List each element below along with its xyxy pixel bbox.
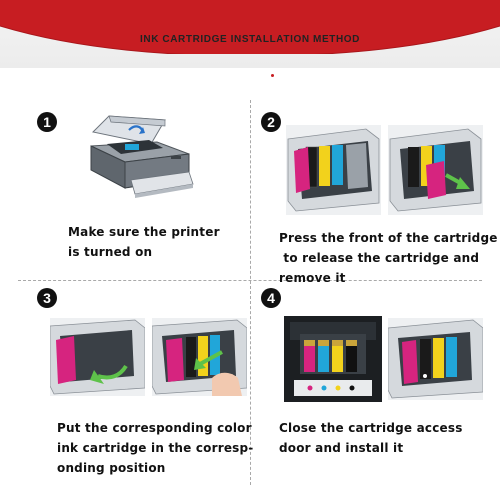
step-3-line-1: Put the corresponding color [57, 421, 252, 435]
step-2-line-3: remove it [279, 271, 346, 285]
access-door-illustration-a [284, 316, 382, 402]
step-1-line-2: is turned on [68, 245, 153, 259]
step-1-number: 1 [37, 112, 57, 132]
step-1-line-1: Make sure the printer [68, 225, 220, 239]
step-3-line-3: onding position [57, 461, 166, 475]
step-4-line-1: Close the cartridge access [279, 421, 463, 435]
cartridge-removal-illustration-a [286, 125, 381, 215]
header-wave-shape [0, 20, 500, 54]
step-2-line-1: Press the front of the cartridge [279, 231, 498, 245]
step-3-caption: Put the corresponding color ink cartridg… [57, 418, 253, 478]
step-3-line-2: ink cartridge in the corresp- [57, 441, 254, 455]
divider-vertical [250, 100, 251, 485]
step-2-caption: Press the front of the cartridge to rele… [279, 228, 498, 288]
step-2-line-2: to release the cartridge and [279, 251, 480, 265]
cartridge-removal-illustration-b [388, 125, 483, 215]
step-3-number: 3 [37, 288, 57, 308]
step-4-caption: Close the cartridge access door and inst… [279, 418, 463, 458]
printer-illustration [90, 115, 194, 198]
page-title: INK CARTRIDGE INSTALLATION METHOD [140, 34, 360, 45]
header-red-band [0, 0, 500, 22]
step-1-caption: Make sure the printer is turned on [68, 222, 220, 262]
step-4-line-2: door and install it [279, 441, 404, 455]
cartridge-insert-illustration-b [152, 318, 247, 396]
cartridge-insert-illustration-a [50, 318, 145, 396]
step-4-number: 4 [261, 288, 281, 308]
header-banner: INK CARTRIDGE INSTALLATION METHOD [0, 0, 500, 68]
access-door-illustration-b [388, 318, 483, 400]
decorative-dot [271, 74, 274, 77]
step-2-number: 2 [261, 112, 281, 132]
arrow-icon [456, 177, 470, 189]
